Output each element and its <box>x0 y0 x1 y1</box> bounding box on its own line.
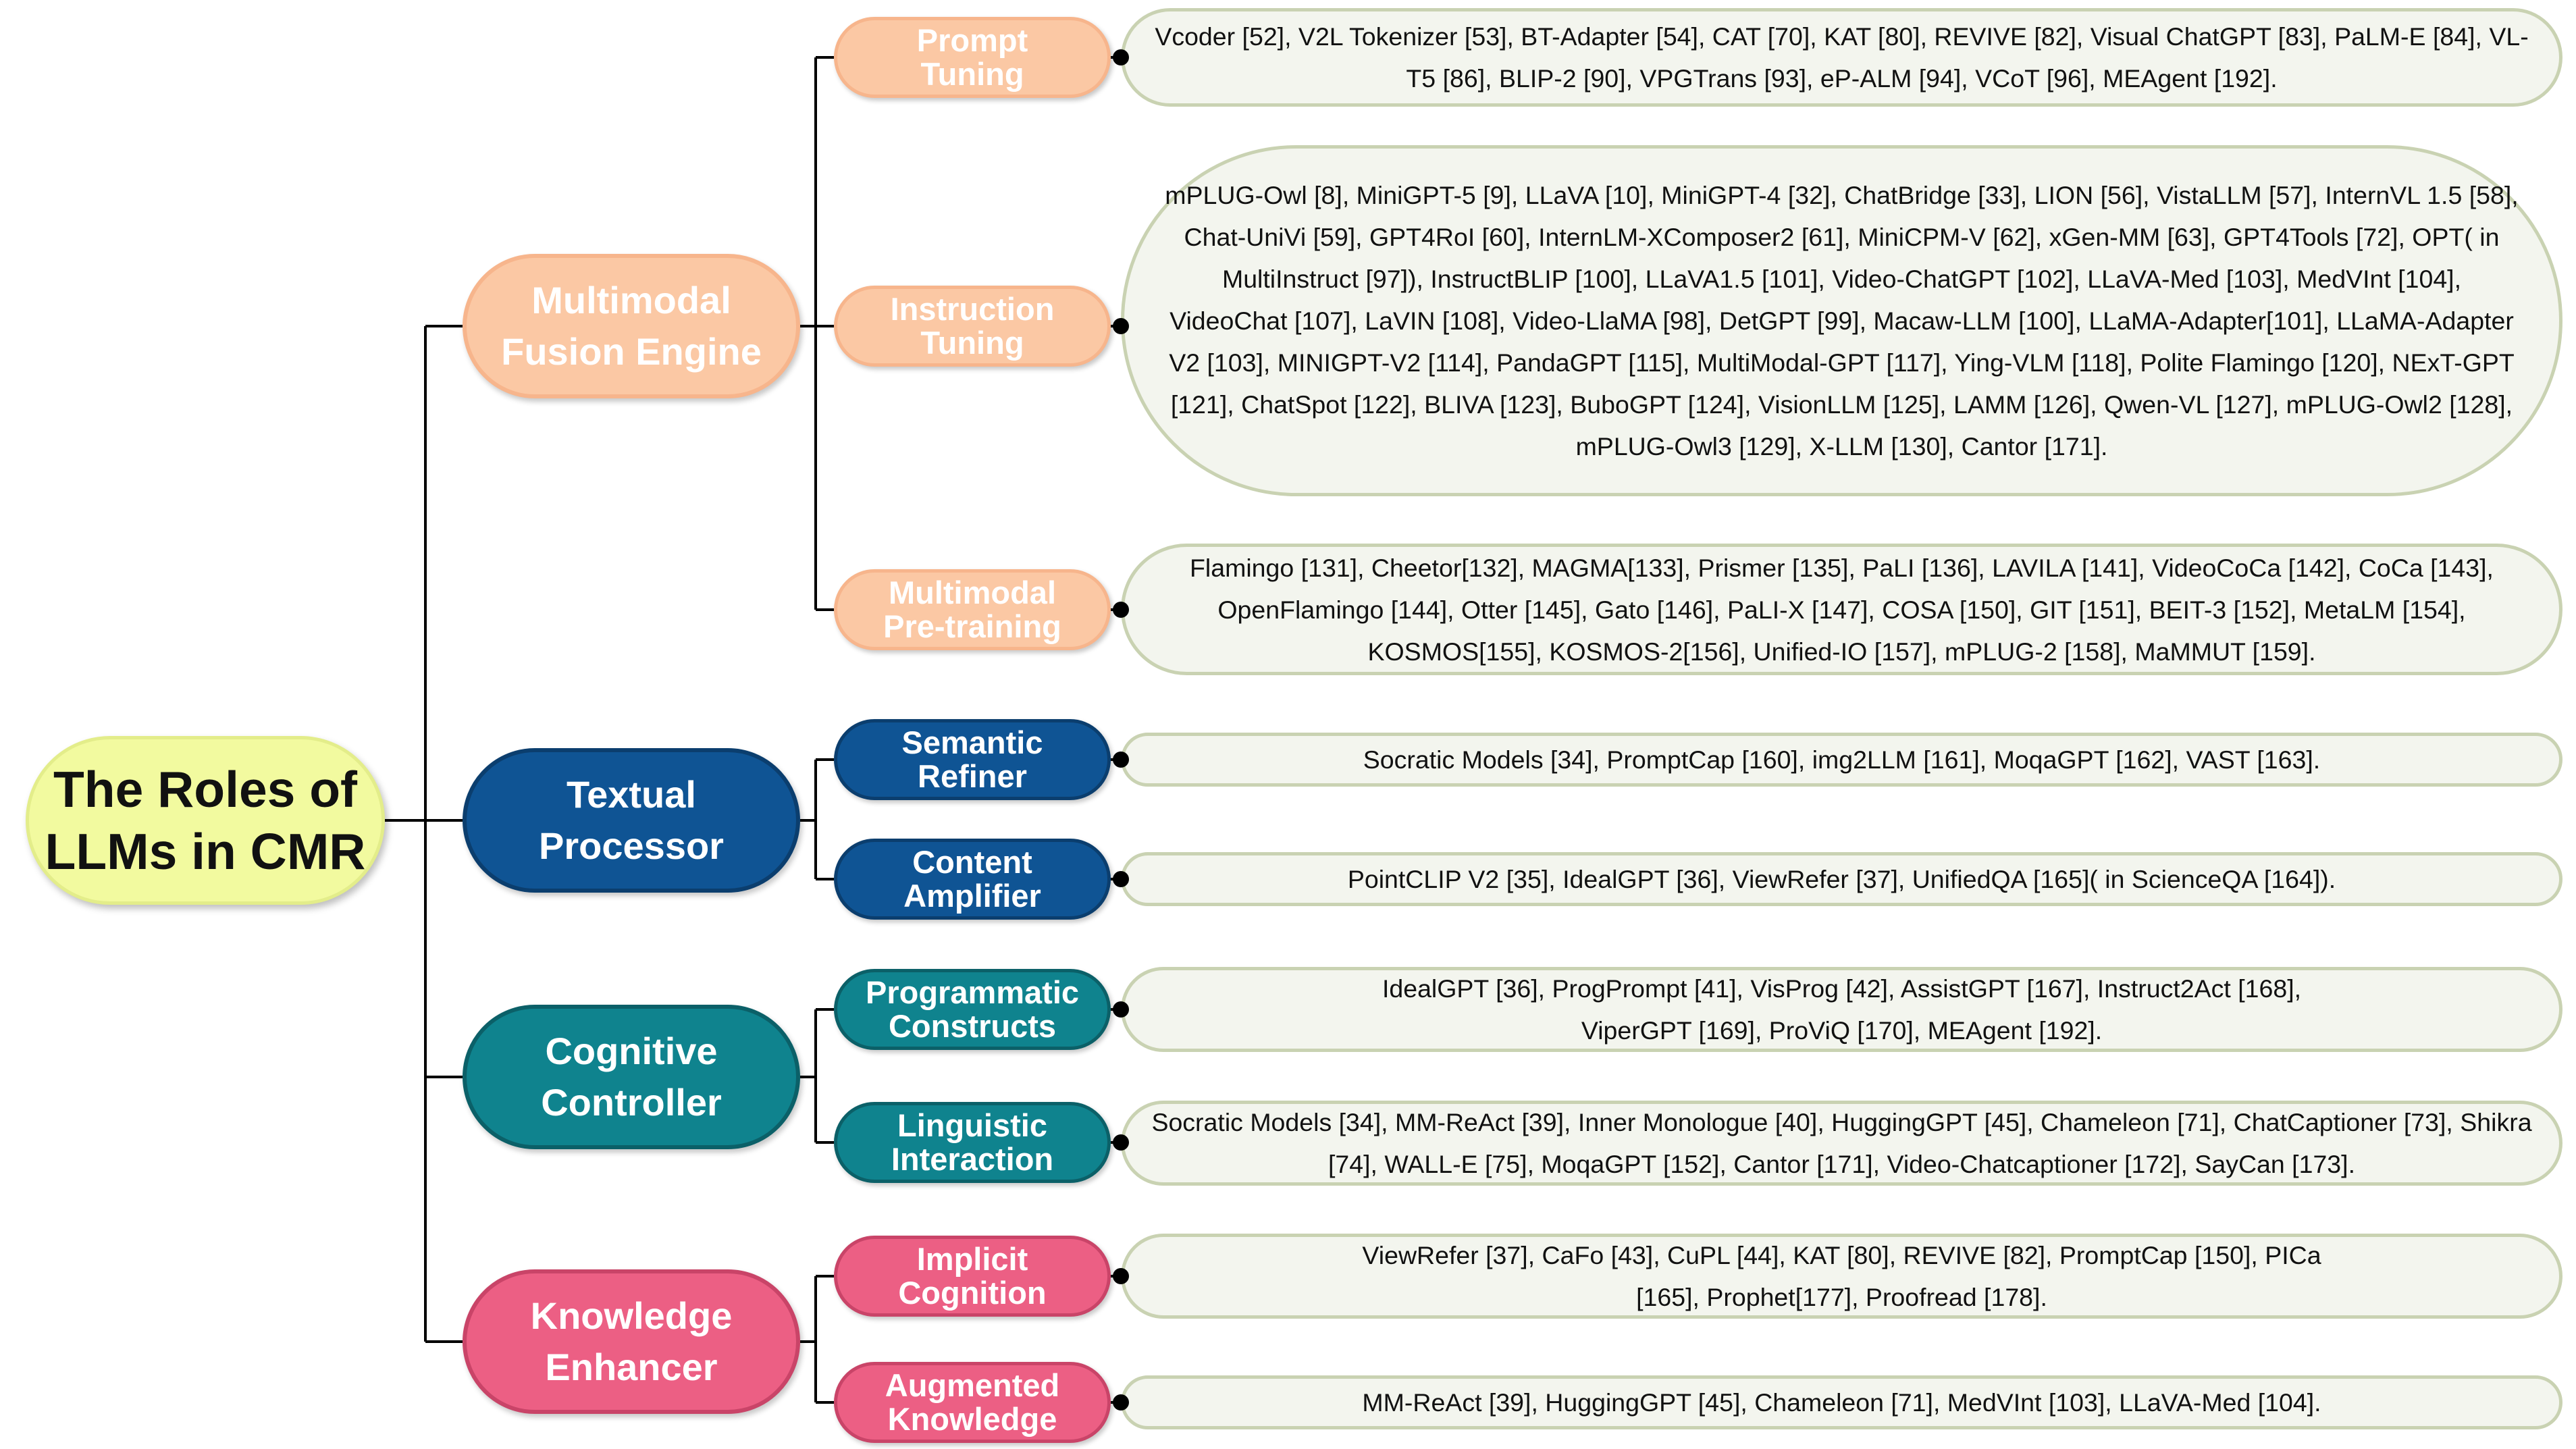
refs-implicit-cognition: ViewRefer [37], CaFo [43], CuPL [44], KA… <box>1121 1234 2562 1319</box>
refs-linguistic-interaction: Socratic Models [34], MM-ReAct [39], Inn… <box>1121 1101 2562 1186</box>
refs-prompt-tuning: Vcoder [52], V2L Tokenizer [53], BT-Adap… <box>1121 8 2562 107</box>
branch-augmented-knowledge: Augmented Knowledge <box>834 1362 1111 1443</box>
refs-instruction-tuning: mPLUG-Owl [8], MiniGPT-5 [9], LLaVA [10]… <box>1121 145 2562 496</box>
connector-dot <box>1113 752 1129 768</box>
role-knowledge-enhancer: Knowledge Enhancer <box>463 1269 800 1414</box>
root-node-roles-of-llms: The Roles of LLMs in CMR <box>26 736 385 905</box>
refs-content-amplifier: PointCLIP V2 [35], IdealGPT [36], ViewRe… <box>1121 852 2562 906</box>
refs-semantic-refiner: Socratic Models [34], PromptCap [160], i… <box>1121 733 2562 787</box>
role-multimodal-fusion-engine: Multimodal Fusion Engine <box>463 254 800 398</box>
connector-dot <box>1113 318 1129 334</box>
connector-dot <box>1113 1001 1129 1018</box>
connector-dot <box>1113 1394 1129 1411</box>
branch-semantic-refiner: Semantic Refiner <box>834 719 1111 800</box>
connector-dot <box>1113 602 1129 618</box>
branch-prompt-tuning: Prompt Tuning <box>834 17 1111 98</box>
connector-dot <box>1113 1268 1129 1284</box>
branch-programmatic-constructs: Programmatic Constructs <box>834 969 1111 1050</box>
branch-content-amplifier: Content Amplifier <box>834 839 1111 920</box>
refs-augmented-knowledge: MM-ReAct [39], HuggingGPT [45], Chameleo… <box>1121 1375 2562 1429</box>
refs-multimodal-pre-training: Flamingo [131], Cheetor[132], MAGMA[133]… <box>1121 544 2562 675</box>
branch-implicit-cognition: Implicit Cognition <box>834 1236 1111 1317</box>
refs-programmatic-constructs: IdealGPT [36], ProgPrompt [41], VisProg … <box>1121 967 2562 1052</box>
connector-dot <box>1113 49 1129 65</box>
connector-dot <box>1113 871 1129 887</box>
role-cognitive-controller: Cognitive Controller <box>463 1005 800 1149</box>
role-textual-processor: Textual Processor <box>463 748 800 893</box>
branch-instruction-tuning: Instruction Tuning <box>834 286 1111 367</box>
connector-dot <box>1113 1134 1129 1151</box>
branch-multimodal-pre-training: Multimodal Pre-training <box>834 569 1111 650</box>
branch-linguistic-interaction: Linguistic Interaction <box>834 1102 1111 1183</box>
